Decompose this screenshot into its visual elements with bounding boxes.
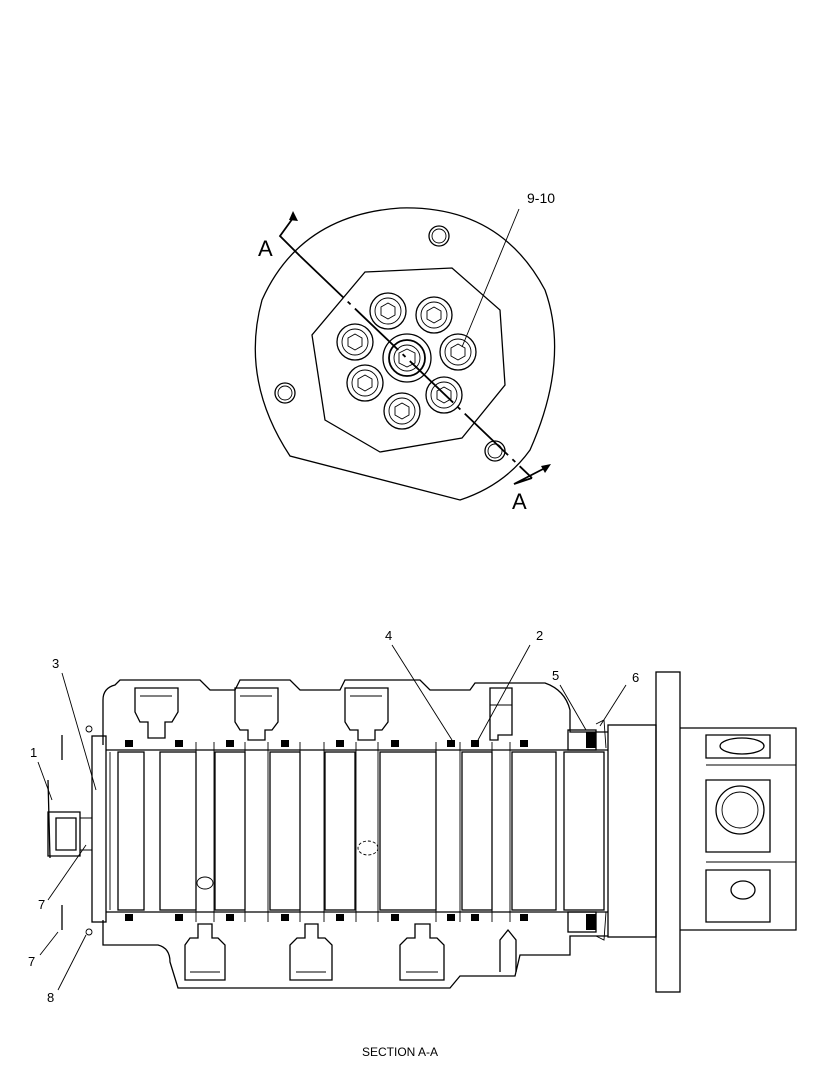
leader-line [559,684,587,731]
leader-line [477,644,531,741]
center-plug [382,333,432,383]
top-plug-small [489,687,513,741]
actuator-body [680,727,797,931]
leader-line [61,672,97,791]
top-view: A A 9-10 [254,190,556,514]
left-cover [47,735,63,930]
housing-outline [102,920,608,989]
housing-outline [102,679,608,745]
o-ring [85,928,93,936]
callout-label: 4 [385,628,392,643]
flange-outline [254,207,556,501]
callout-label: 5 [552,668,559,683]
seal-retainer [567,719,607,941]
callout-label: 7 [28,954,35,969]
leader-line [47,844,87,901]
bottom-pin [499,928,517,972]
end-cap [91,735,107,923]
callout-label: 6 [632,670,639,685]
section-view: 1 3 4 2 5 6 7 7 8 SECTION A-A [28,628,797,1059]
arrowhead [541,464,551,473]
plug [415,296,453,334]
spool [117,751,605,911]
leader-line [37,761,53,801]
seals-bottom [125,914,528,921]
callout-label: 2 [536,628,543,643]
seals-top [125,740,528,747]
bottom-plug [184,923,226,981]
orifice [196,876,214,890]
arrowhead [289,211,298,221]
top-plug [344,687,389,741]
callout-label: 9-10 [527,190,555,206]
callout-label: 7 [38,897,45,912]
callout-label: 3 [52,656,59,671]
top-plug [234,687,279,741]
section-cut-line [299,255,533,479]
mounting-hole [274,382,296,404]
mounting-hole [484,440,506,462]
leader-line [461,208,520,348]
leader-line [599,684,627,727]
cap-screw [47,811,81,857]
spool-lands [109,742,511,922]
section-caption: SECTION A-A [362,1045,438,1059]
plug [369,292,407,330]
leader-line [57,934,87,991]
callout-label: 1 [30,745,37,760]
top-plug [134,687,179,739]
bottom-plug [399,923,445,981]
section-arrow-right [513,467,546,485]
o-ring [85,725,93,733]
plug [383,392,421,430]
orifice [357,840,379,856]
leader-line [391,644,453,741]
plug [346,364,384,402]
plug [425,376,463,414]
mounting-hole [428,225,450,247]
section-letter: A [258,236,273,261]
leader-line [39,931,59,956]
section-arrow-left [278,217,301,257]
bottom-plug [289,923,333,981]
valve-body [311,267,506,453]
actuator-flange [607,724,657,938]
section-letter: A [512,489,527,514]
actuator-ports [705,734,796,923]
callout-label: 8 [47,990,54,1005]
plug [439,333,477,371]
plug [336,323,374,361]
actuator-plate [655,671,681,993]
